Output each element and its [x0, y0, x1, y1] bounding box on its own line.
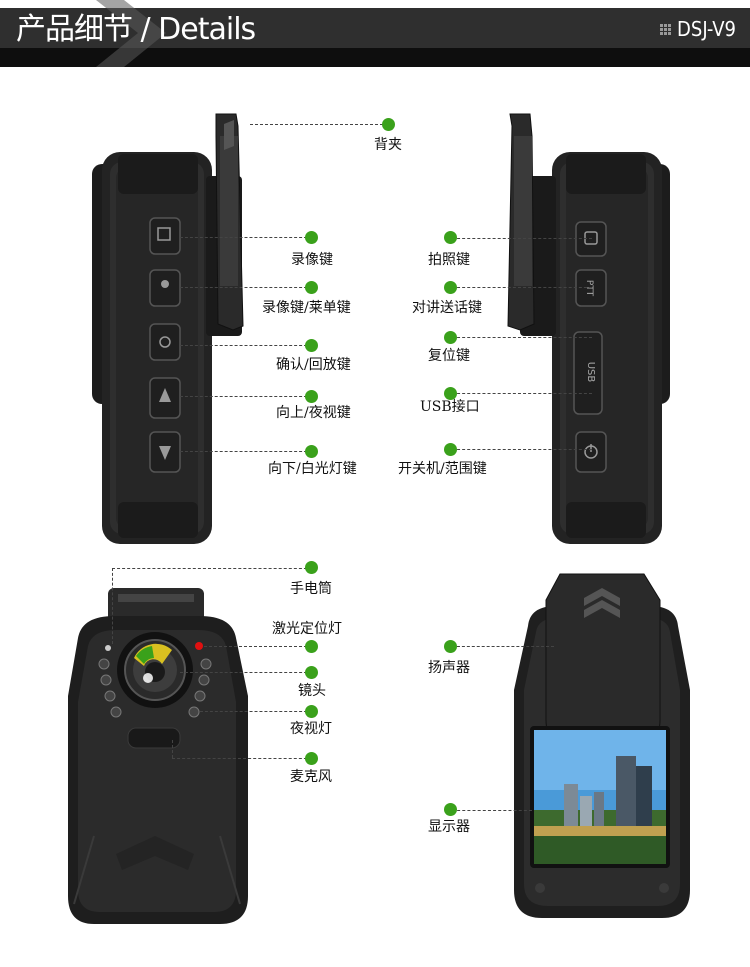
callout-line-down-light-key — [180, 451, 312, 452]
label-record-menu-key: 录像键/莱单键 — [262, 300, 351, 316]
callout-dot-night-light — [305, 705, 318, 718]
label-speaker: 扬声器 — [428, 660, 470, 676]
callout-dot-flashlight — [305, 561, 318, 574]
callout-dot-speaker — [444, 640, 457, 653]
label-ptt-key: 对讲送话键 — [412, 300, 482, 316]
label-lens: 镜头 — [298, 683, 326, 699]
callout-line-microphone — [172, 758, 312, 759]
label-confirm-key: 确认/回放键 — [276, 357, 351, 373]
callout-line-power-key — [452, 449, 592, 450]
callout-dot-back-clip — [382, 118, 395, 131]
label-record-key: 录像键 — [291, 252, 333, 268]
callout-line-speaker — [452, 646, 554, 647]
device-right-side-view: PTT USB — [507, 113, 670, 544]
device-back-view — [514, 573, 690, 918]
grid-icon — [660, 23, 672, 35]
callout-dot-reset-key — [444, 331, 457, 344]
label-photo-key: 拍照键 — [428, 252, 470, 268]
callout-dot-lens — [305, 666, 318, 679]
label-laser: 激光定位灯 — [272, 621, 342, 637]
callout-line-reset-key — [452, 337, 592, 338]
callout-dot-display — [444, 803, 457, 816]
callout-dot-usb-port — [444, 387, 457, 400]
callout-line-lens — [180, 672, 312, 673]
chevron-decoration-icon — [96, 0, 166, 67]
callout-vline-flashlight — [112, 568, 113, 644]
label-usb-port: USB接口 — [420, 399, 480, 415]
label-microphone: 麦克风 — [290, 769, 332, 785]
callout-line-laser — [204, 646, 312, 647]
callout-dot-up-night-key — [305, 390, 318, 403]
callout-dot-record-menu-key — [305, 281, 318, 294]
callout-dot-laser — [305, 640, 318, 653]
callout-line-back-clip — [250, 124, 388, 125]
callout-vline-microphone — [172, 740, 173, 758]
callout-dot-ptt-key — [444, 281, 457, 294]
header: 产品细节 / Details DSJ-V9 — [0, 0, 750, 67]
callout-line-record-key — [180, 237, 312, 238]
label-reset-key: 复位键 — [428, 348, 470, 364]
label-back-clip: 背夹 — [374, 137, 402, 153]
header-underbar — [0, 48, 750, 67]
device-front-view — [68, 588, 248, 924]
callout-dot-record-key — [305, 231, 318, 244]
model-badge: DSJ-V9 — [660, 16, 736, 42]
page-title: 产品细节 / Details — [16, 12, 256, 47]
callout-dot-down-light-key — [305, 445, 318, 458]
callout-dot-microphone — [305, 752, 318, 765]
model-label: DSJ-V9 — [677, 17, 736, 41]
callout-line-night-light — [200, 711, 312, 712]
label-display: 显示器 — [428, 819, 470, 835]
callout-line-usb-port — [452, 393, 592, 394]
callout-line-confirm-key — [180, 345, 312, 346]
callout-dot-confirm-key — [305, 339, 318, 352]
label-flashlight: 手电筒 — [290, 581, 332, 597]
callout-dot-photo-key — [444, 231, 457, 244]
callout-dot-power-key — [444, 443, 457, 456]
callout-line-ptt-key — [452, 287, 592, 288]
callout-line-record-menu-key — [180, 287, 312, 288]
usb-marking: USB — [585, 362, 596, 383]
callout-line-photo-key — [452, 238, 592, 239]
callout-line-up-night-key — [180, 396, 312, 397]
device-left-side-view — [92, 113, 244, 544]
laser-dot — [195, 642, 203, 650]
label-down-light-key: 向下/白光灯键 — [268, 461, 357, 477]
label-up-night-key: 向上/夜视键 — [276, 405, 351, 421]
label-night-light: 夜视灯 — [290, 721, 332, 737]
callout-line-display — [452, 810, 532, 811]
callout-line-flashlight — [112, 568, 312, 569]
ptt-marking: PTT — [584, 280, 594, 297]
label-power-key: 开关机/范围键 — [398, 461, 487, 477]
